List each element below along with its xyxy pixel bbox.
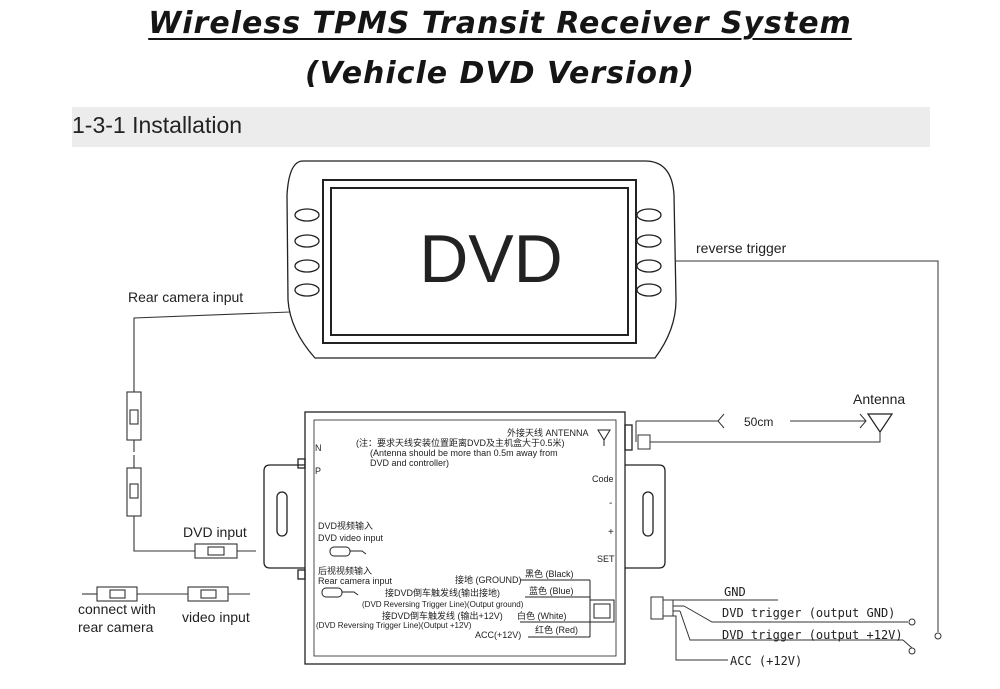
reverse-trigger-wire <box>676 260 939 632</box>
rear-camera-label: rear camera <box>78 619 154 635</box>
trigger-12v-cn: 接DVD倒车触发线 (输出+12V) <box>382 610 503 621</box>
antenna-port-icon <box>597 429 611 446</box>
internal-wire-harness <box>520 579 615 638</box>
antenna-note-en-2: DVD and controller) <box>370 458 449 468</box>
diagram-subtitle: (Vehicle DVD Version) <box>304 56 696 91</box>
black-wire-label: 黑色 (Black) <box>525 568 574 579</box>
dvd-button-left <box>294 208 320 297</box>
receiver-plus-label: + <box>608 527 614 538</box>
acc-label: ACC (+12V) <box>730 654 802 668</box>
rear-camera-cable <box>126 311 291 552</box>
section-title: 1-3-1 Installation <box>72 112 243 138</box>
diagram-title: Wireless TPMS Transit Receiver System <box>148 6 852 41</box>
receiver-set-label: SET <box>597 554 615 564</box>
section-bar <box>72 107 930 147</box>
reverse-trigger-label: reverse trigger <box>696 240 787 256</box>
external-wire-harness <box>650 596 942 661</box>
rear-video-input-cn: 后视视频输入 <box>318 565 372 576</box>
white-wire-label: 白色 (White) <box>517 610 567 621</box>
blue-wire-label: 蓝色 (Blue) <box>529 585 574 596</box>
dvd-video-input-en: DVD video input <box>318 533 384 543</box>
trigger-ground-en: (DVD Reversing Trigger Line)(Output grou… <box>362 600 524 609</box>
receiver-n-label: N <box>315 443 322 453</box>
dvd-input-label: DVD input <box>183 524 247 540</box>
receiver-code-label: Code <box>592 474 614 484</box>
dvd-label: DVD <box>419 221 563 297</box>
receiver-box <box>263 411 666 665</box>
receiver-p-label: P <box>315 466 321 476</box>
rear-camera-input-label: Rear camera input <box>128 289 243 305</box>
antenna-note-en-1: (Antenna should be more than 0.5m away f… <box>370 448 558 458</box>
dvd-trigger-12v-label: DVD trigger (output +12V) <box>722 628 903 642</box>
dvd-trigger-gnd-label: DVD trigger (output GND) <box>722 606 895 620</box>
gnd-label: GND <box>724 585 746 599</box>
dvd-unit <box>286 160 677 359</box>
rear-video-input-en: Rear camera input <box>318 576 393 586</box>
red-wire-label: 红色 (Red) <box>535 624 578 635</box>
distance-label: 50cm <box>744 415 773 429</box>
trigger-ground-cn: 接DVD倒车触发线(输出接地) <box>385 587 500 598</box>
dvd-input-connector <box>194 543 256 559</box>
dvd-video-input-cn: DVD视频输入 <box>318 520 373 531</box>
acc-cn-label: ACC(+12V) <box>475 630 521 640</box>
dvd-video-port-icon <box>329 546 367 557</box>
rear-video-port-icon <box>321 587 359 598</box>
antenna-note-cn: (注：要求天线安装位置距离DVD及主机盒大于0.5米) <box>356 437 565 448</box>
receiver-minus-label: - <box>609 498 612 509</box>
trigger-12v-en: (DVD Reversing Trigger Line)(Output +12V… <box>316 621 472 630</box>
antenna-label: Antenna <box>853 391 905 407</box>
antenna-cable <box>635 413 881 450</box>
video-input-label: video input <box>182 609 250 625</box>
rear-camera-connector <box>82 586 250 602</box>
dvd-button-right <box>636 208 662 297</box>
antenna-icon <box>866 413 894 434</box>
antenna-cn-label: 外接天线 ANTENNA <box>507 427 589 438</box>
connect-with-label: connect with <box>78 601 156 617</box>
ground-cn-label: 接地 (GROUND) <box>455 574 522 585</box>
